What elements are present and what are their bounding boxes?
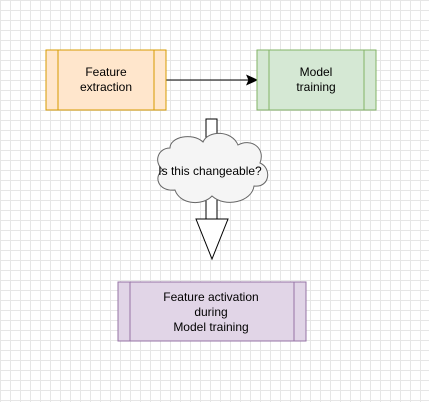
node-label-line-2: training [296, 80, 335, 94]
node-label-line-2: extraction [80, 80, 132, 94]
node-label-line-1: Model [300, 65, 333, 79]
block-arrow-head-icon [195, 218, 229, 261]
process-box [117, 281, 307, 342]
cloud-label: Is this changeable? [158, 164, 262, 178]
node-label-line-1: Feature activation [163, 290, 258, 304]
arrowhead-icon [246, 74, 259, 86]
node-label-line-3: Model training [173, 320, 248, 334]
node-label-line-2: during [194, 305, 227, 319]
node-label-line-1: Feature [85, 65, 127, 79]
node-model-training[interactable]: Model training [256, 49, 377, 111]
node-feature-activation[interactable]: Feature activation during Model training [117, 281, 307, 342]
process-box [256, 49, 377, 111]
edge-extraction-to-training[interactable] [166, 74, 259, 86]
cloud-icon [157, 132, 269, 203]
process-box [45, 49, 167, 111]
node-feature-extraction[interactable]: Feature extraction [45, 49, 167, 111]
cloud-shape[interactable]: Is this changeable? [157, 132, 269, 203]
